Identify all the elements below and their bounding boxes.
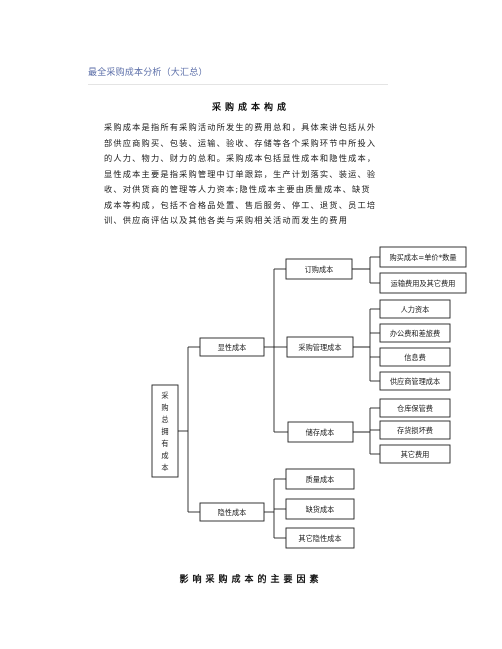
root-node-char: 本	[161, 463, 168, 472]
labor-capital-node	[379, 299, 451, 319]
explicit-cost-node	[199, 337, 265, 357]
implicit-cost-node	[199, 502, 265, 522]
info-fee-node	[379, 347, 451, 367]
purchase-price-label: 购买成本=单价*数量	[389, 253, 456, 262]
root-node-char: 采	[161, 391, 168, 400]
purchase-price-node	[379, 246, 467, 268]
order-cost-label: 订购成本	[305, 265, 334, 274]
cost-composition-paragraph: 采购成本是指所有采购活动所发生的费用总和，具体来讲包括从外 部供应商购买、包装、…	[104, 120, 396, 229]
explicit-cost-label: 显性成本	[218, 343, 247, 352]
shortage-cost-node	[285, 498, 355, 520]
inventory-loss-node	[379, 420, 451, 440]
root-node-char: 总	[161, 415, 168, 424]
warehouse-fee-label: 仓库保管费	[397, 404, 433, 413]
labor-capital-label: 人力资本	[401, 305, 430, 314]
purchase-mgmt-cost-node	[286, 336, 354, 358]
document-header-title: 最全采购成本分析（大汇总）	[88, 68, 208, 78]
paragraph-line: 部供应商购买、包装、运输、验收、存储等各个采购环节中所投入	[104, 137, 377, 148]
implicit-cost-label: 隐性成本	[218, 508, 247, 517]
warehouse-fee-node	[379, 398, 451, 418]
section-title-cost-composition: 采购成本构成	[211, 103, 290, 113]
root-node-box	[151, 384, 179, 478]
root-node-char: 有	[161, 439, 168, 448]
quality-cost-label: 质量成本	[306, 475, 335, 484]
paragraph-line: 采购成本是指所有采购活动所发生的费用总和，具体来讲包括从外	[104, 122, 377, 132]
paragraph-line: 的人力、物力、财力的总和。采购成本包括显性成本和隐性成本，	[104, 153, 377, 163]
paragraph-line: 训、供应商评估以及其他各类与采购相关活动而发生的费用	[104, 215, 349, 225]
storage-cost-node	[287, 421, 354, 443]
transport-fee-node	[379, 272, 467, 294]
inventory-loss-label: 存货损坏费	[397, 426, 433, 435]
section-title-influencing-factors: 影响采购成本的主要因素	[179, 575, 323, 585]
paragraph-line: 显性成本主要是指采购管理中订单跟踪，生产计划落实、装运、验	[104, 168, 377, 179]
root-node-char: 拥	[161, 427, 168, 436]
root-node-char: 购	[161, 403, 168, 412]
shortage-cost-label: 缺货成本	[306, 505, 335, 514]
supplier-mgmt-label: 供应商管理成本	[390, 377, 440, 386]
other-hidden-cost-node	[285, 527, 355, 549]
storage-cost-label: 储存成本	[306, 428, 335, 437]
purchase-mgmt-cost-label: 采购管理成本	[298, 343, 341, 352]
paragraph-line: 收、对供货商的管理等人力资本;隐性成本主要由质量成本、缺货	[104, 184, 371, 194]
paragraph-line: 成本等构成，包括不合格品处置、售后服务、停工、退货、员工培	[104, 199, 377, 210]
office-travel-label: 办公费和差旅费	[390, 329, 440, 338]
supplier-mgmt-node	[379, 371, 451, 391]
order-cost-node	[285, 258, 353, 280]
other-fee-node	[379, 444, 451, 464]
other-fee-label: 其它费用	[401, 450, 430, 459]
office-travel-node	[379, 323, 451, 343]
transport-fee-label: 运输费用及其它费用	[391, 279, 456, 288]
info-fee-label: 信息费	[404, 353, 426, 362]
quality-cost-node	[285, 468, 355, 490]
header-divider	[88, 84, 388, 85]
other-hidden-cost-label: 其它隐性成本	[298, 534, 341, 543]
root-node-char: 成	[161, 451, 168, 460]
